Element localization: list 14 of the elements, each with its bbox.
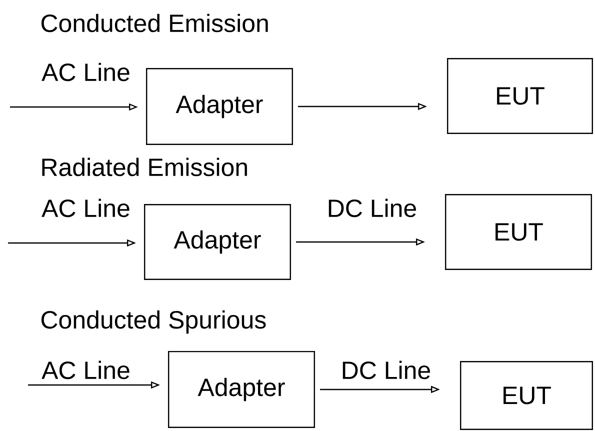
edge-label: AC Line [40,62,132,82]
box: EUT [447,58,593,134]
box: Adapter [144,204,291,280]
section-heading: Radiated Emission [42,158,247,176]
section-heading: Conducted Spurious [41,310,266,334]
box: Adapter [146,68,293,145]
edge-label: DC Line [340,360,432,380]
box: EUT [460,360,593,430]
edge-label: DC Line [326,198,418,218]
box: Adapter [168,350,315,428]
box: EUT [445,194,592,270]
section-heading: Conducted Emission [41,14,268,32]
edge-label: AC Line [40,198,132,218]
edge-label: AC Line [40,360,132,380]
